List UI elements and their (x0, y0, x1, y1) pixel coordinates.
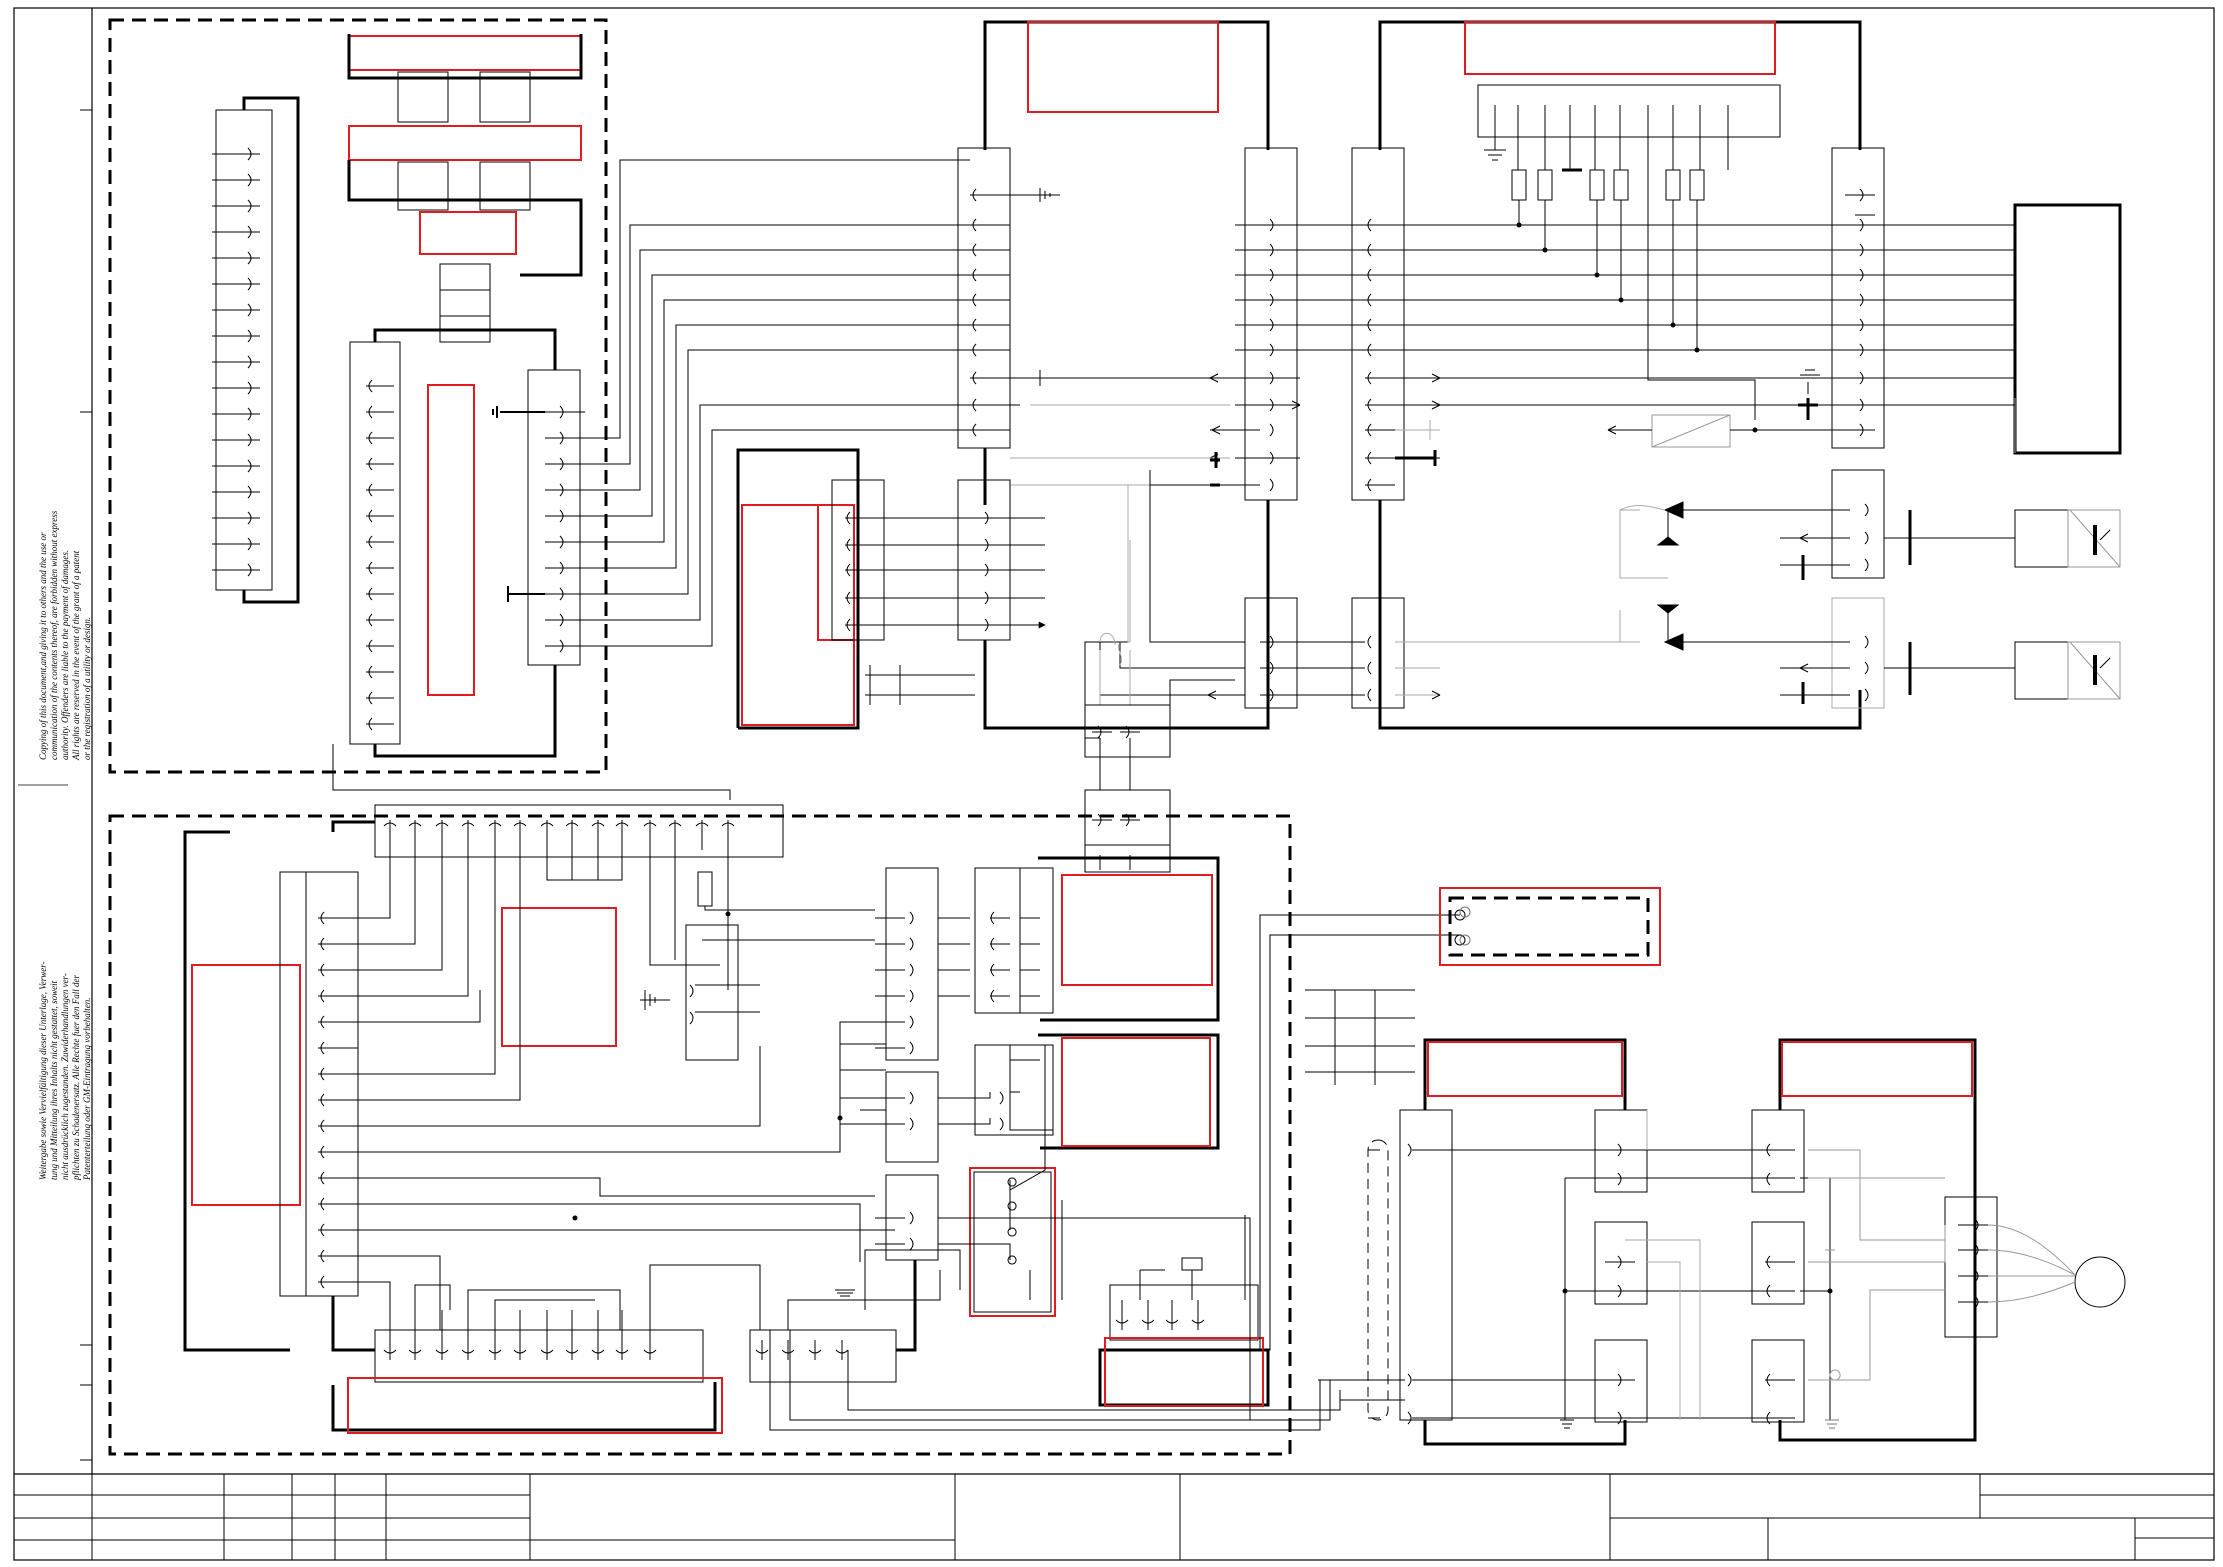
connector-pins-top-module (366, 379, 585, 731)
wires-top-module-out (332, 159, 970, 800)
bus-wires (1010, 224, 2015, 487)
copyright-note-en: Copying of this document,and giving it t… (38, 510, 92, 760)
title-block (14, 1474, 2214, 1560)
long-wires (769, 1330, 1405, 1431)
resistor-bank (1484, 105, 1845, 448)
connector-pins-top-left (212, 147, 260, 577)
middle-connector-pins (970, 188, 1875, 492)
control-module-top (108, 18, 608, 774)
cross-grid (1305, 989, 1415, 1085)
power-stage (1367, 1038, 2126, 1446)
bottom-module-wires (358, 850, 1466, 1420)
center-column-wires (1084, 470, 1235, 739)
bridge-connectors (1020, 704, 1171, 997)
top-middle-block (957, 20, 2122, 730)
sensor-block (1619, 469, 2121, 709)
bottom-module-pins (318, 820, 1205, 1360)
sheet-frame (13, 7, 2215, 1561)
middle-lower-connectors (1084, 484, 1620, 873)
power-stage-wires (1368, 1110, 2076, 1429)
plug-connector (1439, 887, 1661, 966)
far-right-links (1855, 55, 1875, 216)
input-block-mid (736, 448, 1045, 730)
control-module-bottom (108, 804, 1292, 1456)
copyright-note-de: Weitergabe sowie Vervielfältigung dieser… (38, 961, 92, 1180)
